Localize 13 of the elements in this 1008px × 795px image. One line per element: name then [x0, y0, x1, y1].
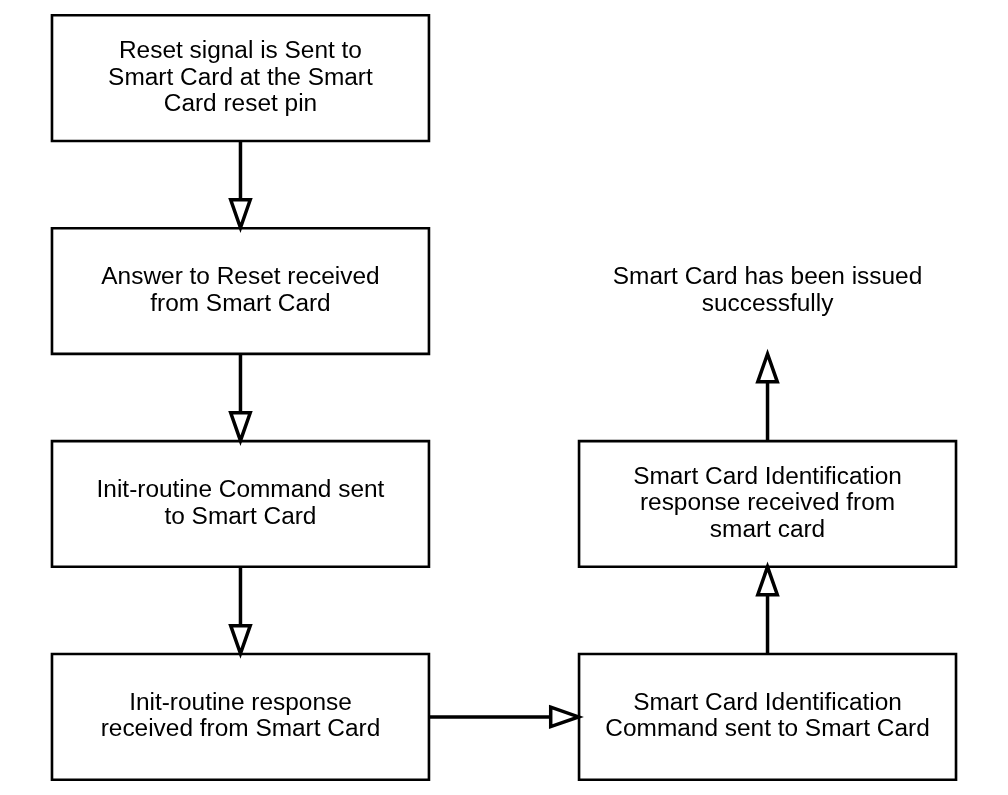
- node-box: Reset signal is Sent to Smart Card at the Smart Card reset pin: [50, 13, 431, 143]
- node-box: Smart Card Identification response received from smart card: [577, 439, 958, 569]
- arrow: [228, 566, 253, 659]
- node-box: Smart Card Identification Command sent to Smart Card: [577, 652, 958, 781]
- node-box: Init-routine Command sent to Smart Card: [50, 439, 431, 569]
- node-box: Answer to Reset received from Smart Card: [50, 226, 431, 356]
- arrow: [228, 353, 253, 446]
- node-text: Smart Card has been issued successfully: [612, 262, 923, 316]
- arrow: [755, 348, 780, 441]
- arrow: [755, 561, 780, 654]
- arrow: [228, 141, 253, 233]
- arrow: [429, 704, 584, 730]
- node-box: Init-routine response received from Smart Card: [50, 652, 431, 781]
